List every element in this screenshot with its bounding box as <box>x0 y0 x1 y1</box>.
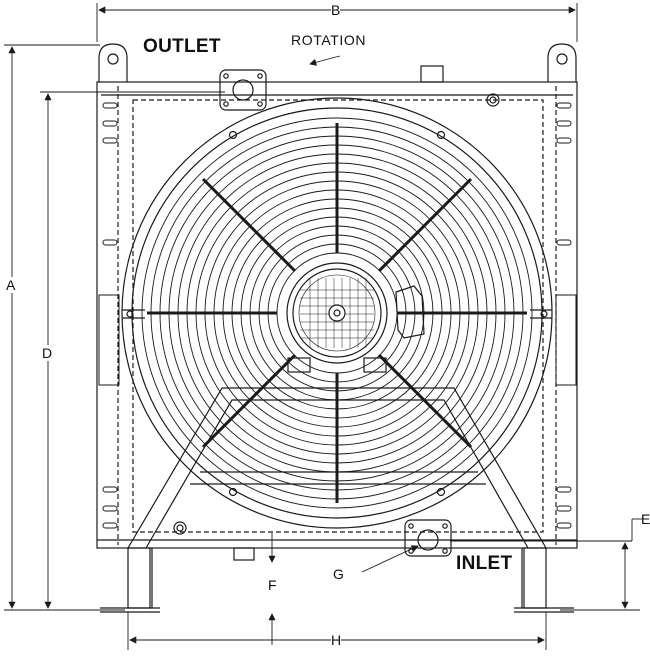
radiator-frame <box>96 43 578 561</box>
outlet-flange <box>219 69 267 111</box>
dimension-e-label: E <box>641 511 650 527</box>
rotation-label: ROTATION <box>291 32 367 48</box>
inlet-label: INLET <box>456 553 513 574</box>
dimension-a-label: A <box>6 277 16 293</box>
dimension-g-label: G <box>333 566 344 582</box>
dimension-f-label: F <box>268 577 277 593</box>
fan-shroud <box>121 97 553 529</box>
fan-motor <box>286 262 425 373</box>
dimension-h-label: H <box>331 632 342 648</box>
support-frame <box>100 387 574 613</box>
inlet-flange <box>404 519 452 557</box>
guard-spokes <box>147 123 527 503</box>
side-slots <box>98 102 577 529</box>
dimension-b-label: B <box>331 2 341 18</box>
outlet-label: OUTLET <box>143 36 221 57</box>
corner-plugs <box>173 93 500 535</box>
dimension-d-label: D <box>42 345 53 361</box>
